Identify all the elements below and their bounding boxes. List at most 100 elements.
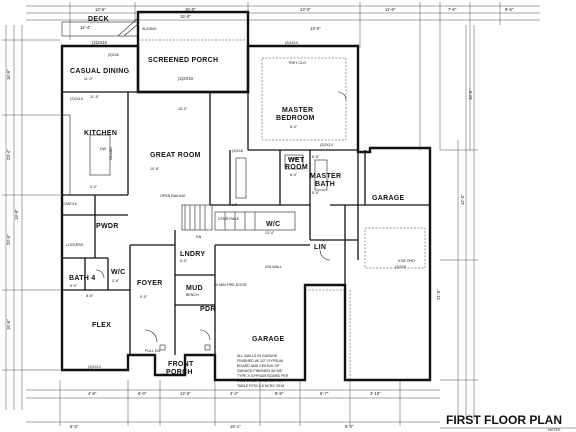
dim-label: 7'-6" [448,7,457,12]
sliding-note: SLIDING [142,27,157,31]
garage-note-line: BOARD AND CEILING OF [237,364,280,368]
room-label-great-room: GREAT ROOM [150,152,201,159]
dim-label: 3'-10" [370,391,381,396]
dim-label: 12'-0" [180,391,191,396]
screened-porch-walls [136,10,250,94]
closet-shelf [235,157,247,199]
garage-code-note: ALL WALLS IN GARAGE FINISHED W/ 1/2" GYP… [237,354,289,388]
room-label-bath: BATH [315,181,335,188]
stair-rake-note: STAIR RAKE [218,217,240,221]
room-label-laundry: LNDRY [180,251,205,258]
room-dim: 5'-0" [70,284,78,288]
deck-stair [117,17,139,37]
shower-note: SHWR [288,157,299,161]
header-code: (2)2X8 [395,265,406,269]
room-label-master-bath: MASTER [310,173,341,180]
room-label-mud: MUD [186,285,203,292]
room-dim: 4'-0" [90,185,98,189]
room-label-garage-right: GARAGE [372,195,405,202]
room-dim: 15'-9" [178,107,188,111]
kitchen-island [89,134,111,176]
top-dimension-lines [26,2,540,150]
porch-column [204,344,211,351]
room-dim: 5'-9" [312,191,320,195]
dim-label: 19'-8" [14,209,19,220]
dim-label: 6'-0" [138,391,147,396]
room-label-wet: WET [288,157,305,164]
room-label-room: ROOM [285,164,308,171]
room-label-deck: DECK [88,16,109,23]
room-label-wic-small: W/C [111,269,126,276]
dn-note: DN [196,235,202,239]
shower [284,154,304,170]
garage-note-line: TABLE R702.3.5 NCRC 2018 [237,384,284,388]
left-dimension-lines [2,25,60,410]
room-dim: 6'-5" [312,155,320,159]
bottom-dimension-lines [26,380,440,426]
fire-door-note: 20 MIN FIRE DOOR [214,283,247,287]
dim-label: 4'-2" [230,391,239,396]
room-dim: 11'-6" [90,95,100,99]
dim-label: 4'-8" [88,391,97,396]
room-dim: 6'-0" [180,259,188,263]
garage-note-line: R302.6 AND FINISHED PER [237,379,284,383]
vanity [314,159,328,191]
room-label-foyer: FOYER [137,280,163,287]
dim-label: 21'-0" [436,289,441,300]
dim-label: 9'-6" [505,7,514,12]
garage-door-opening [364,227,426,269]
dim-label: 13'-0" [300,7,311,12]
interior-walls [62,91,430,355]
dim-label: 16'-1" [230,424,241,429]
garage-note-line: GARAGE FINISHED W/ 5/8" [237,369,284,373]
room-dim: 13'-4" [265,231,275,235]
dim-label: 15'-0" [185,7,196,12]
room-label-lin: LIN [314,244,326,251]
room-dim: 8'-0" [290,125,298,129]
notes-label: NOTES [548,428,561,432]
header-code: (2)2X10 [178,76,194,81]
dim-label: 12'-0" [460,194,465,205]
header-code: (2)2X8 [232,149,243,153]
room-label-garage-main: GARAGE [252,336,285,343]
lockers-note: LOCKERS [66,243,84,247]
dim-label: 16'-0" [468,89,473,100]
tray-ceiling [261,57,347,141]
room-label-pwdr: PWDR [96,223,119,230]
door-swings [95,91,347,343]
dim-label: 5'-3" [345,424,354,429]
header-code: (2)2X10 [92,40,108,45]
exterior-walls [60,44,432,382]
dim-label: 16'-6" [6,69,11,80]
open-railing-note: OPEN RAILING [160,194,186,198]
header-code: (2)2X10 [285,41,298,45]
garage-door-note: 9'X8' OHD [398,259,415,263]
room-label-casual-dining: CASUAL DINING [70,68,130,75]
up-note: UP [232,203,238,207]
room-dim: 3'-6" [112,279,120,283]
header-code: (2)2X10 [88,365,101,369]
garage-note-line: ALL WALLS IN GARAGE [237,354,278,358]
room-label-flex: FLEX [92,322,111,329]
island-label: ISLAND [109,147,113,160]
header-code: (2)2X10 [320,143,333,147]
stair [181,204,296,231]
header-code: (2)2X8 [108,53,119,57]
dim-label: 16'-6" [6,319,11,330]
room-label-bath4: BATH 4 [69,275,96,282]
porch-column [159,344,166,351]
right-dimension-lines [440,25,478,420]
drawing-title: FIRST FLOOR PLAN [446,413,562,427]
pull-dn-note: PULL DN [145,349,160,353]
header-code: (2)2X10 [70,97,83,101]
dim-label: 23'-4" [6,149,11,160]
kitchen-counter [61,114,71,196]
coat-lk-note: COAT/LK [62,202,78,206]
dim-label: 11'-6" [385,7,396,12]
room-label-bedroom: BEDROOM [276,115,315,122]
room-dim: 8'-6" [86,294,94,298]
dim-label: 20'-0" [6,234,11,245]
garage-note-line: TYPE X GYPSUM BOARD PER [237,374,289,378]
tray-ceiling-label: TREY CLG [288,61,306,65]
dim-label: 12'-4" [80,25,91,30]
